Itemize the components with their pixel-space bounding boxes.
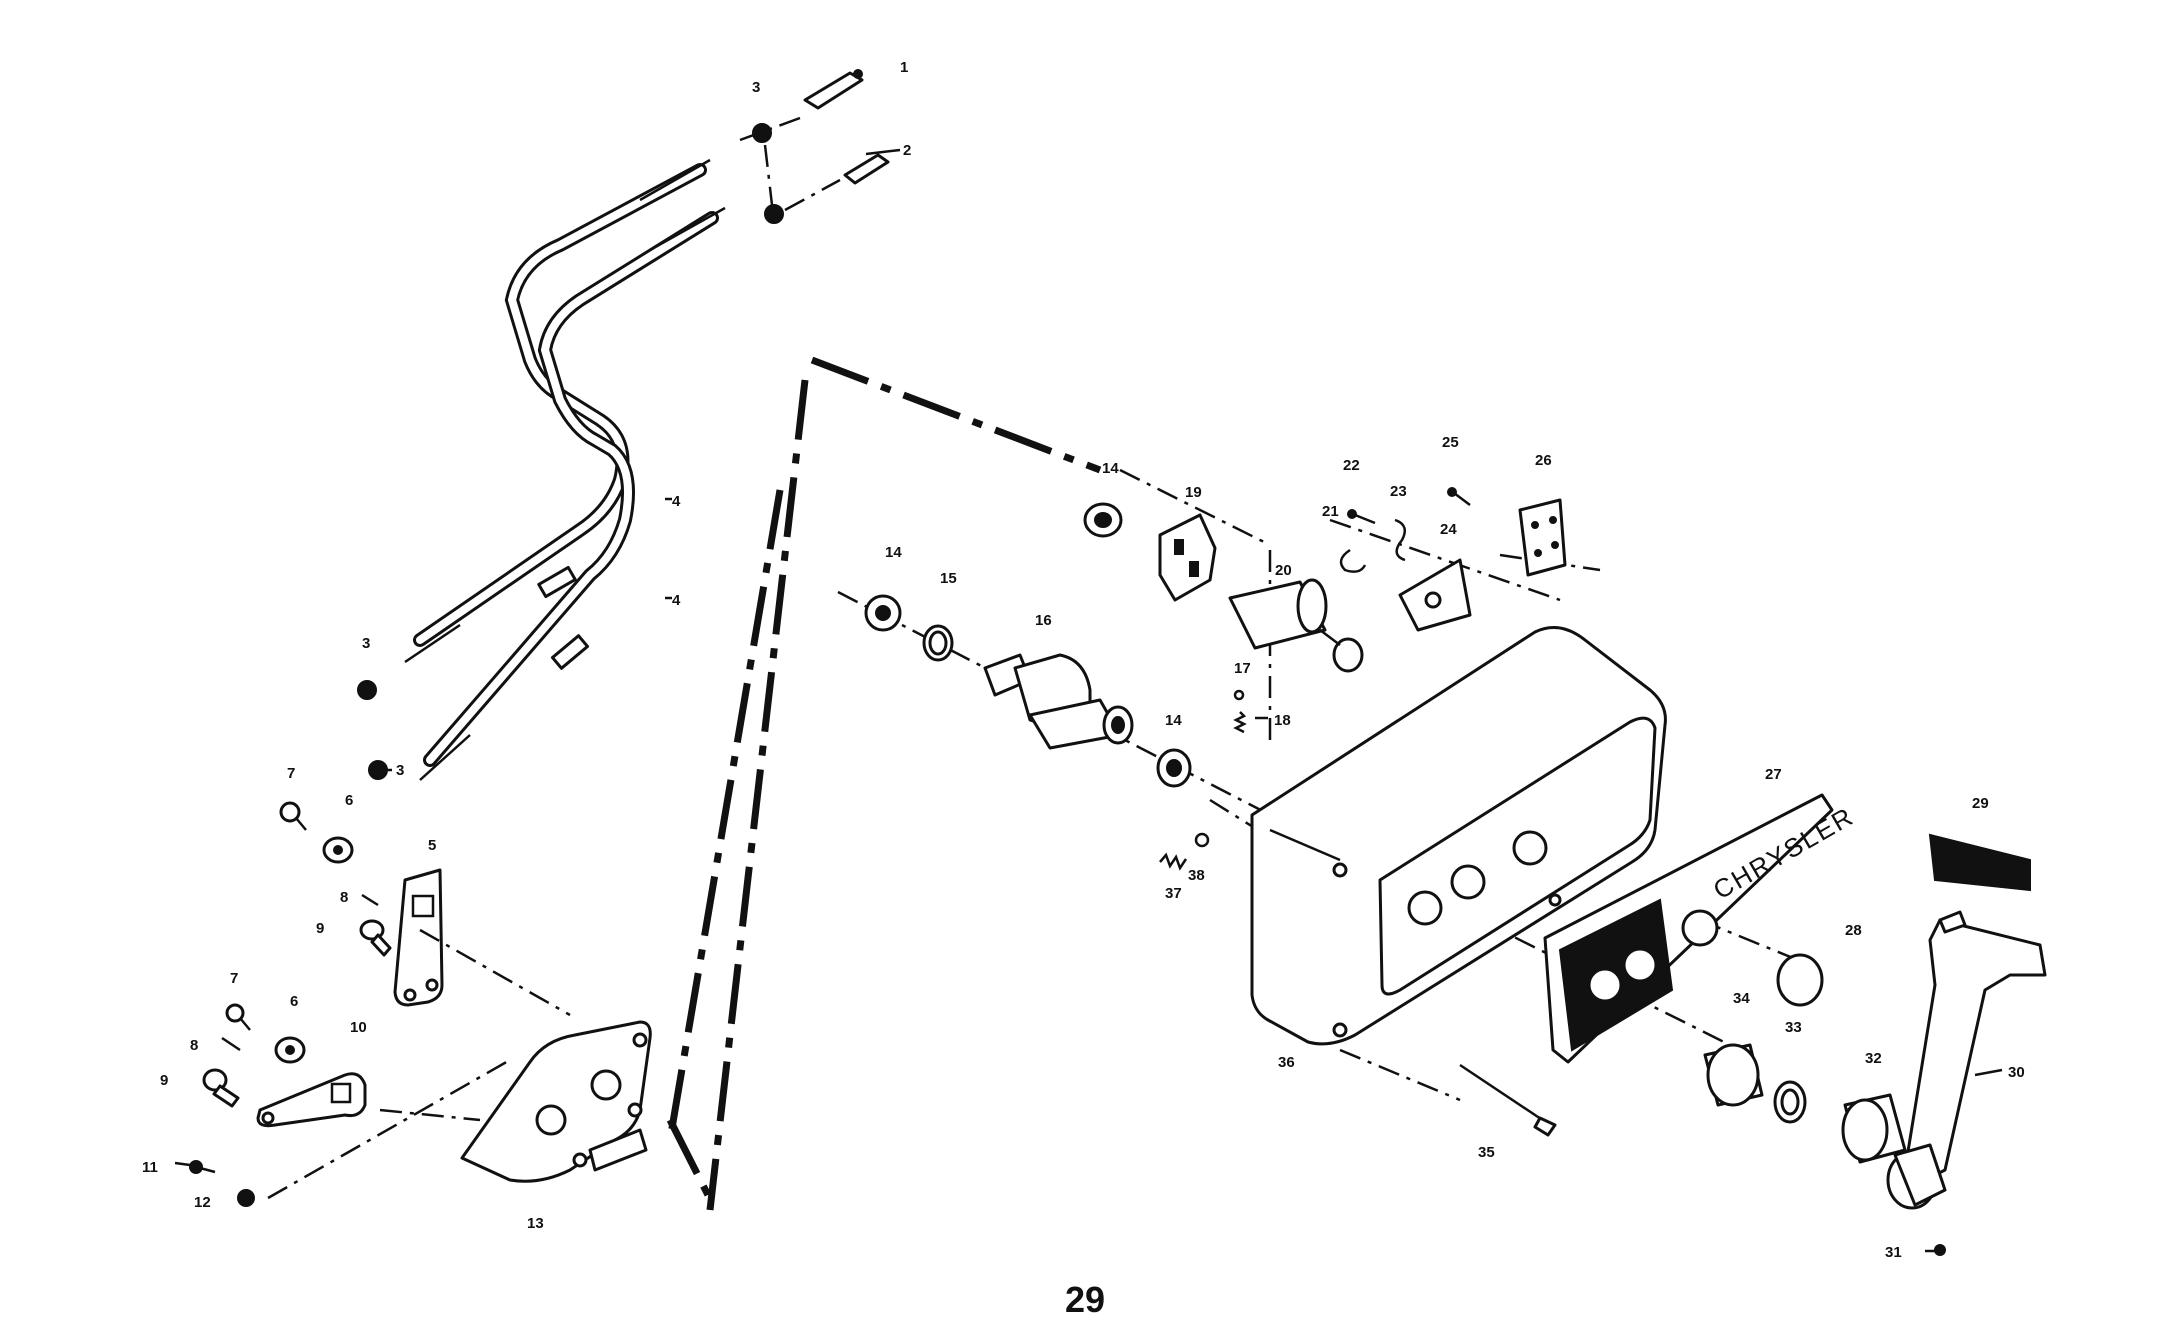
bolt-11	[189, 1160, 216, 1174]
control-handle-30	[1886, 910, 2047, 1210]
detent-ball-17	[1233, 689, 1245, 701]
callout-18: 18	[1274, 712, 1291, 729]
screw-31	[1934, 1244, 1946, 1256]
callout-9-lower: 9	[160, 1072, 168, 1089]
callout-38: 38	[1188, 867, 1205, 884]
callout-25: 25	[1442, 434, 1459, 451]
plunger-20	[1228, 578, 1364, 673]
callout-8-lower: 8	[190, 1037, 198, 1054]
screw-7-lower	[225, 1003, 251, 1031]
plate-26	[1518, 498, 1567, 577]
callout-13: 13	[527, 1215, 544, 1232]
callout-30: 30	[2008, 1064, 2025, 1081]
washer-6-lower	[274, 1036, 306, 1064]
callout-6-lower: 6	[290, 993, 298, 1010]
callout-4-lower: 4	[672, 592, 681, 609]
callout-17: 17	[1234, 660, 1251, 677]
nut-3-top	[752, 123, 772, 143]
bushing-14-upper	[1083, 502, 1123, 538]
assembly-line-diagonal	[666, 1118, 717, 1207]
callout-10: 10	[350, 1019, 367, 1036]
bracket-24	[1398, 558, 1472, 632]
callout-20: 20	[1275, 562, 1292, 579]
callout-37: 37	[1165, 885, 1182, 902]
clip-21	[1339, 548, 1367, 573]
callout-1: 1	[900, 59, 908, 76]
callout-14-middle: 14	[885, 544, 902, 561]
bolt-35	[1459, 1063, 1557, 1137]
callout-31: 31	[1885, 1244, 1902, 1261]
main-shaft-16	[983, 653, 1134, 750]
bushing-14-middle	[864, 594, 902, 632]
callout-35: 35	[1478, 1144, 1495, 1161]
callout-23: 23	[1390, 483, 1407, 500]
callout-3-left: 3	[362, 635, 370, 652]
bushing-34	[1703, 1043, 1764, 1107]
screw-25	[1447, 487, 1471, 506]
bushing-32	[1841, 1093, 1907, 1164]
cable-end-pin-2	[843, 153, 890, 185]
washer-15	[922, 624, 954, 662]
nut-3-left	[357, 680, 377, 700]
bolt-9-lower	[202, 1068, 240, 1108]
screw-7-upper	[279, 801, 307, 831]
ball-38	[1194, 832, 1210, 848]
callout-28: 28	[1845, 922, 1862, 939]
lever-plate-5	[393, 868, 444, 1007]
callout-9-upper: 9	[316, 920, 324, 937]
callout-7-upper: 7	[287, 765, 295, 782]
callout-33: 33	[1785, 1019, 1802, 1036]
callout-24: 24	[1440, 521, 1457, 538]
callout-36: 36	[1278, 1054, 1295, 1071]
cable-end-pin-1	[803, 69, 864, 110]
callout-6-upper: 6	[345, 792, 353, 809]
callout-32: 32	[1865, 1050, 1882, 1067]
bolt-9-upper	[359, 919, 392, 957]
callout-16: 16	[1035, 612, 1052, 629]
callout-leaders	[174, 148, 2003, 1253]
pin-8-lower	[221, 1036, 241, 1052]
spring-18	[1233, 711, 1247, 734]
callout-14-upper: 14	[1102, 460, 1119, 477]
bushing-14-lower	[1156, 748, 1192, 788]
control-cable-assembly	[404, 158, 726, 781]
page-number: 29	[1065, 1279, 1105, 1320]
assembly-line-vertical	[706, 379, 809, 1211]
spring-clip-23	[1394, 518, 1407, 562]
screw-22	[1347, 509, 1376, 525]
cap-28	[1776, 953, 1824, 1007]
assembly-line-upper	[666, 489, 784, 1141]
washer-33	[1773, 1080, 1807, 1124]
callout-2: 2	[903, 142, 911, 159]
mounting-plate-13	[460, 1020, 652, 1183]
callout-3-lower: 3	[396, 762, 404, 779]
washer-6-upper	[322, 836, 354, 864]
callout-8-upper: 8	[340, 889, 348, 906]
callout-7-lower: 7	[230, 970, 238, 987]
callout-29: 29	[1972, 795, 1989, 812]
callout-34: 34	[1733, 990, 1750, 1007]
callout-12: 12	[194, 1194, 211, 1211]
detent-collar-19	[1158, 513, 1217, 602]
callout-27: 27	[1765, 766, 1782, 783]
assembly-line-right	[810, 356, 1102, 474]
callout-3-top: 3	[752, 79, 760, 96]
callout-26: 26	[1535, 452, 1552, 469]
pin-8-upper	[361, 893, 379, 907]
callout-11: 11	[142, 1159, 158, 1176]
spring-37	[1159, 852, 1188, 871]
callout-21: 21	[1322, 503, 1339, 520]
callout-15: 15	[940, 570, 957, 587]
callout-14-lower: 14	[1165, 712, 1182, 729]
lever-arm-10	[256, 1072, 367, 1128]
callout-labels: 1 2 3 3 3 4 4 5 6 6 7 7 8 8 9 9 10 11 12…	[142, 59, 2025, 1261]
nut-3-middle	[764, 204, 784, 224]
callout-5: 5	[428, 837, 436, 854]
callout-19: 19	[1185, 484, 1202, 501]
callout-22: 22	[1343, 457, 1360, 474]
control-housing	[1250, 626, 1667, 1046]
handle-grip-29	[1928, 833, 2031, 892]
callout-4-upper: 4	[672, 493, 681, 510]
